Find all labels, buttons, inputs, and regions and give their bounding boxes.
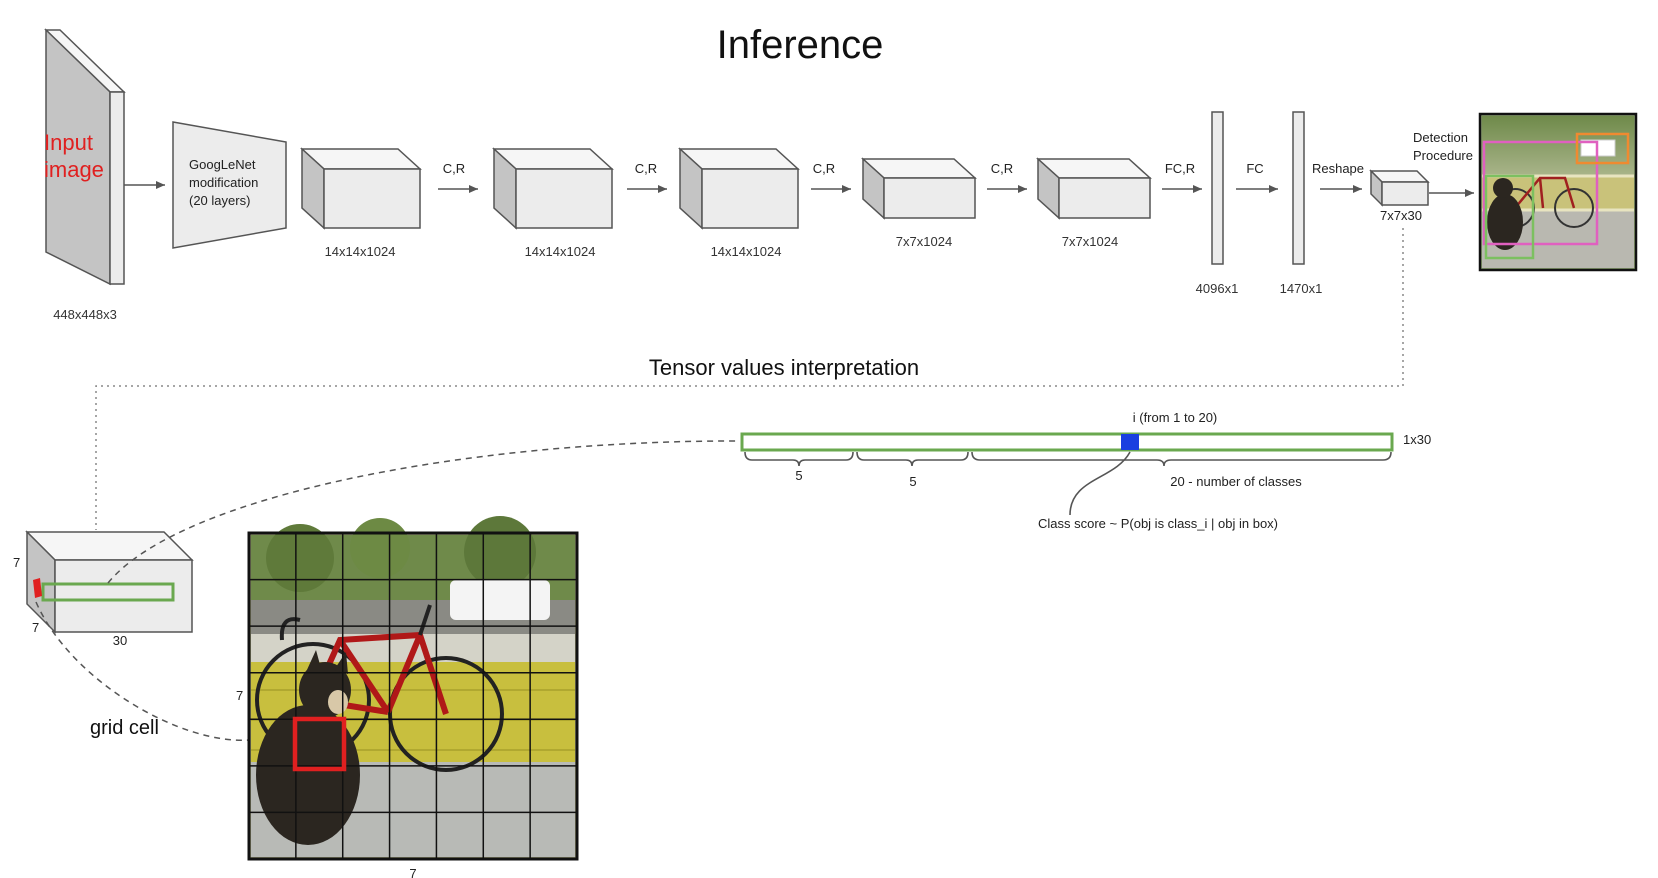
tensor-vector-1x30 [740,432,1394,452]
input-image-label-1: Input [44,130,93,155]
block-4-size: 7x7x1024 [896,234,952,249]
block-1-size: 14x14x1024 [325,244,396,259]
cube-height-label: 7 [13,555,20,570]
googlenet-line3: (20 layers) [189,193,250,208]
op-label-2: C,R [635,161,657,176]
segment-1-label: 5 [795,468,802,483]
op-label-4: C,R [991,161,1013,176]
interpretation-title: Tensor values interpretation [649,355,919,380]
op-label-3: C,R [813,161,835,176]
conv-block-4 [861,157,977,220]
input-image-label-2: image [44,157,104,182]
output-tensor-size: 7x7x30 [1380,208,1422,223]
segment-3-label: 20 - number of classes [1170,474,1302,489]
grid-lines [249,533,577,859]
connector-cube-to-cell [35,601,251,741]
input-size-label: 448x448x3 [53,307,117,322]
grid-cell-highlight [292,716,347,772]
block-5-size: 7x7x1024 [1062,234,1118,249]
grid-image [249,516,577,859]
fc-layer-2 [1292,111,1305,265]
fc-layer-1-size: 4096x1 [1196,281,1239,296]
detection-line1: Detection [1413,130,1468,145]
op-label-1: C,R [443,161,465,176]
conv-block-2 [492,147,614,230]
vector-size-label: 1x30 [1403,432,1431,447]
brace-segment-3 [971,451,1392,467]
cube-width-label: 7 [32,620,39,635]
googlenet-line2: modification [189,175,258,190]
cube-depth-label: 30 [113,633,127,648]
block-3-size: 14x14x1024 [711,244,782,259]
conv-block-5 [1036,157,1152,220]
diagram-title: Inference [717,23,884,67]
brace-segment-2 [856,451,969,467]
brace-segment-1 [744,451,854,467]
grid-cell-label: grid cell [90,717,159,739]
grid-cols-label: 7 [409,866,416,878]
output-tensor-cube [1369,169,1430,207]
output-cube-large [25,530,194,634]
interpretation-connector [95,228,1404,530]
connector-vector-to-cube [107,440,741,584]
grid-rows-label: 7 [236,688,243,703]
fc-layer-2-size: 1470x1 [1280,281,1323,296]
detection-result-image [1478,112,1638,272]
op-label-5: FC,R [1165,161,1195,176]
block-2-size: 14x14x1024 [525,244,596,259]
op-label-6: FC [1246,161,1263,176]
input-image-slab [44,28,126,286]
conv-block-1 [300,147,422,230]
segment-2-label: 5 [909,474,916,489]
grid-image-frame [247,531,579,861]
googlenet-line1: GoogLeNet [189,157,256,172]
detection-line2: Procedure [1413,148,1473,163]
googlenet-block [172,121,287,249]
conv-block-3 [678,147,800,230]
class-score-pointer [1069,451,1131,516]
class-score-label: Class score ~ P(obj is class_i | obj in … [1038,516,1278,531]
fc-layer-1 [1211,111,1224,265]
class-index-label: i (from 1 to 20) [1133,410,1218,425]
op-label-7: Reshape [1312,161,1364,176]
class-index-marker [1121,434,1139,450]
